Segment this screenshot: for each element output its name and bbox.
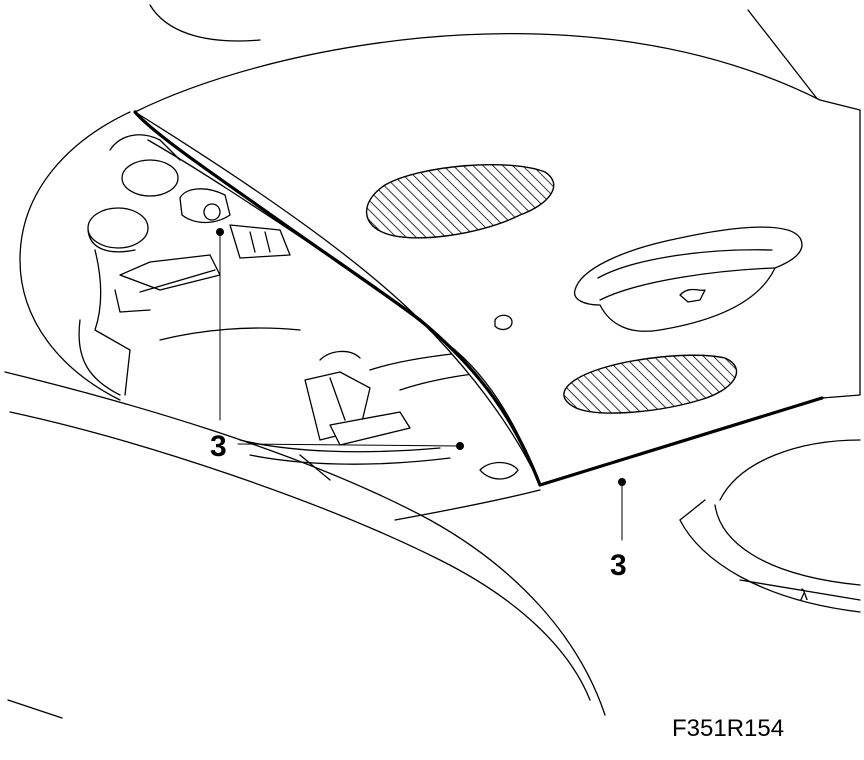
attachment-point: [618, 478, 626, 486]
reading-lamp: [494, 226, 803, 332]
corner-mark: λ: [800, 587, 808, 604]
attachment-point: [456, 442, 464, 450]
mounting-bracket: [78, 134, 301, 396]
harness-clip: [239, 350, 519, 481]
callout-label-panel: 3: [610, 549, 627, 582]
callout-leaders: [216, 228, 626, 541]
vent-grille-upper: [365, 164, 555, 239]
roof-outline: [4, 4, 823, 719]
callout-label-fasteners: 3: [210, 430, 227, 463]
figure-code: F351R154: [672, 715, 784, 742]
vent-grilles: [365, 164, 738, 414]
side-lamp-housing: [679, 439, 861, 613]
vent-grille-lower: [563, 354, 738, 414]
attachment-point: [216, 228, 224, 236]
